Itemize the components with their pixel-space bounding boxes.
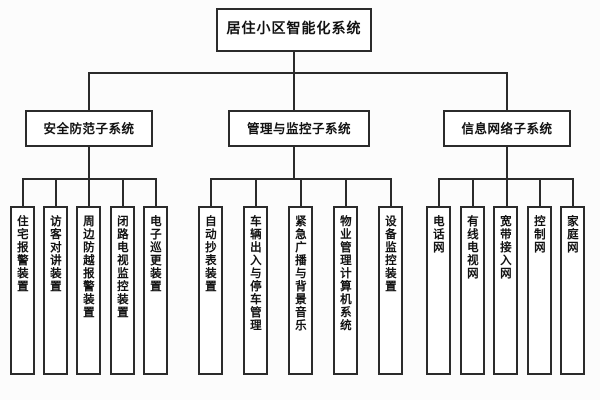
leaf-node-cctv-surveillance-device[interactable]: 闭路电视监控装置 — [110, 206, 135, 375]
leaf-node-broadband-access-network[interactable]: 宽带接入网 — [493, 206, 518, 375]
leaf-node-electronic-patrol-device[interactable]: 电子巡更装置 — [143, 206, 168, 375]
branch-node-security-subsystem[interactable]: 安全防范子系统 — [25, 110, 153, 147]
connector-branch-3-leaf-4 — [539, 178, 541, 206]
leaf-node-visitor-intercom-device[interactable]: 访客对讲装置 — [43, 206, 68, 375]
connector-branch-3-leaf-1 — [438, 178, 440, 206]
connector-branch-2-leaf-2 — [255, 178, 257, 206]
connector-branch-2-leaf-3 — [300, 178, 302, 206]
connector-branch-2-stem-down — [293, 147, 295, 178]
connector-stem-branch-2 — [293, 72, 295, 110]
leaf-node-control-network[interactable]: 控制网 — [527, 206, 552, 375]
connector-branch-1-stem-down — [88, 147, 90, 178]
connector-branch-2-leaf-1 — [210, 178, 212, 206]
leaf-node-home-network[interactable]: 家庭网 — [560, 206, 585, 375]
connector-branch-1-leaf-5 — [155, 178, 157, 206]
leaf-node-label: 电话网 — [431, 215, 446, 254]
branch-node-management-monitoring-subsystem[interactable]: 管理与监控子系统 — [228, 110, 370, 147]
leaf-node-label: 紧急广播与背景音乐 — [293, 215, 308, 332]
branch-node-label: 管理与监控子系统 — [246, 120, 351, 136]
connector-branch-3-leaf-3 — [506, 178, 508, 206]
branch-node-label: 安全防范子系统 — [43, 120, 135, 136]
leaf-node-automatic-meter-reading-device[interactable]: 自动抄表装置 — [198, 206, 223, 375]
leaf-node-property-management-computer-system[interactable]: 物业管理计算机系统 — [333, 206, 358, 375]
connector-root-stem — [293, 52, 295, 72]
leaf-node-cable-tv-network[interactable]: 有线电视网 — [460, 206, 485, 375]
connector-branch-3-leaf-bar — [438, 178, 572, 180]
leaf-node-label: 家庭网 — [565, 215, 580, 254]
connector-branch-1-leaf-3 — [88, 178, 90, 206]
leaf-node-vehicle-access-parking-management[interactable]: 车辆出入与停车管理 — [243, 206, 268, 375]
leaf-node-label: 车辆出入与停车管理 — [248, 215, 263, 332]
leaf-node-label: 设备监控装置 — [383, 215, 398, 293]
leaf-node-label: 物业管理计算机系统 — [338, 215, 353, 332]
connector-branch-2-leaf-4 — [345, 178, 347, 206]
leaf-node-equipment-monitoring-device[interactable]: 设备监控装置 — [378, 206, 403, 375]
root-node-residential-smart-system[interactable]: 居住小区智能化系统 — [216, 8, 372, 52]
connector-level2-bar — [88, 72, 508, 74]
leaf-node-perimeter-intrusion-alarm-device[interactable]: 周边防越报警装置 — [76, 206, 101, 375]
connector-stem-branch-1 — [88, 72, 90, 110]
root-node-label: 居住小区智能化系统 — [226, 21, 362, 38]
leaf-node-label: 访客对讲装置 — [48, 215, 63, 293]
connector-branch-1-leaf-4 — [122, 178, 124, 206]
leaf-node-label: 电子巡更装置 — [148, 215, 163, 293]
leaf-node-emergency-broadcast-background-music[interactable]: 紧急广播与背景音乐 — [288, 206, 313, 375]
connector-stem-branch-3 — [506, 72, 508, 110]
connector-branch-1-leaf-2 — [55, 178, 57, 206]
branch-node-information-network-subsystem[interactable]: 信息网络子系统 — [443, 110, 571, 147]
connector-branch-1-leaf-1 — [22, 178, 24, 206]
branch-node-label: 信息网络子系统 — [461, 120, 553, 136]
leaf-node-label: 闭路电视监控装置 — [115, 215, 130, 319]
leaf-node-home-alarm-device[interactable]: 住宅报警装置 — [10, 206, 35, 375]
leaf-node-telephone-network[interactable]: 电话网 — [426, 206, 451, 375]
leaf-node-label: 有线电视网 — [465, 215, 480, 280]
leaf-node-label: 自动抄表装置 — [203, 215, 218, 293]
leaf-node-label: 住宅报警装置 — [15, 215, 30, 293]
connector-branch-3-leaf-2 — [472, 178, 474, 206]
leaf-node-label: 控制网 — [532, 215, 547, 254]
leaf-node-label: 宽带接入网 — [498, 215, 513, 280]
connector-branch-2-leaf-5 — [390, 178, 392, 206]
connector-branch-3-leaf-5 — [572, 178, 574, 206]
connector-branch-3-stem-down — [506, 147, 508, 178]
leaf-node-label: 周边防越报警装置 — [81, 215, 96, 319]
